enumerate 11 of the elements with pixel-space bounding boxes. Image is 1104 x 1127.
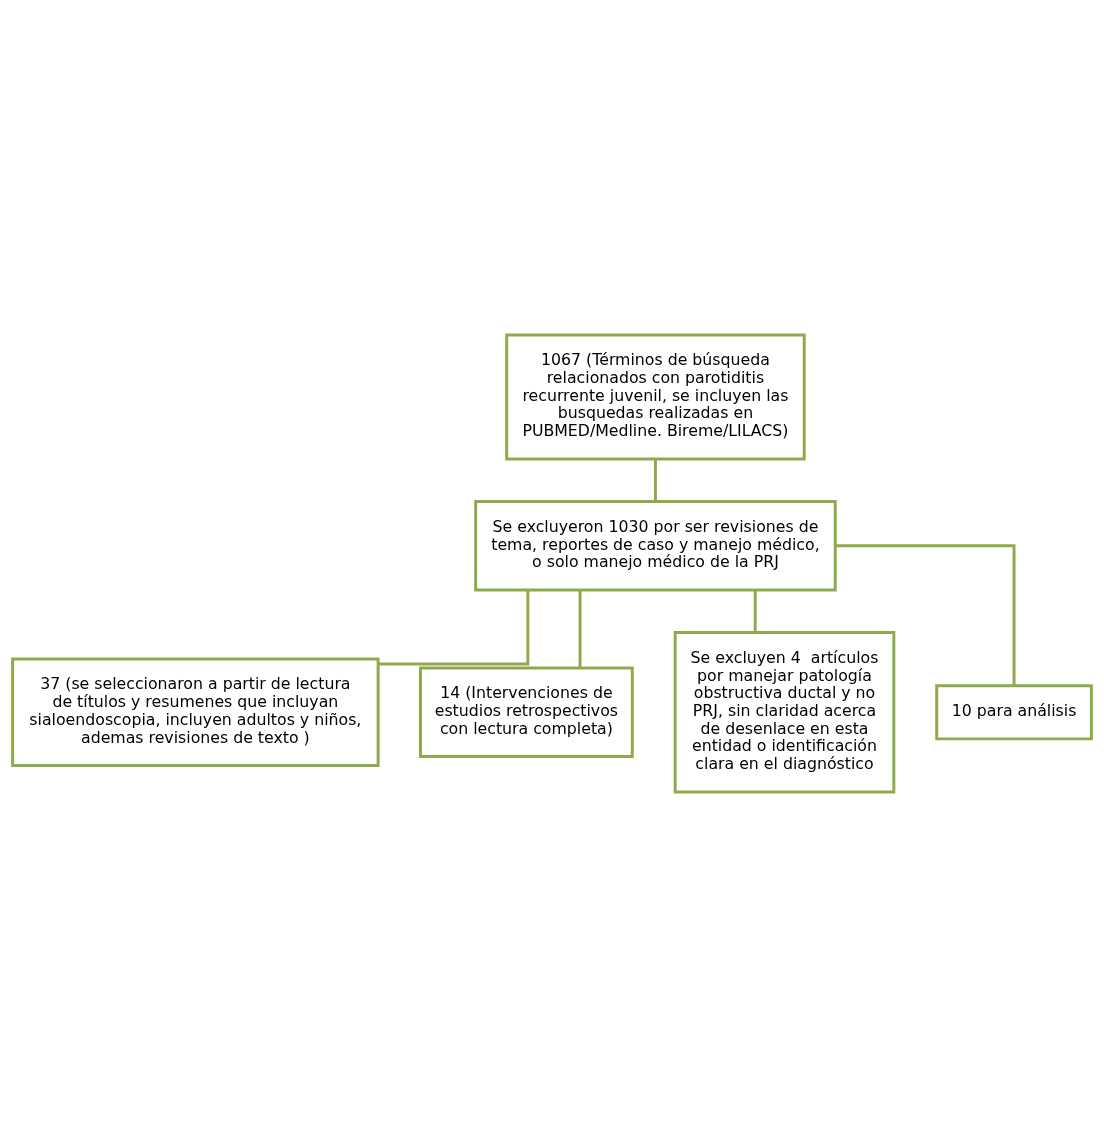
connector — [835, 544, 1016, 686]
connector — [378, 590, 530, 666]
connector — [578, 590, 582, 668]
node-box: 37 (se seleccionaron a partir de lectura de títulos y resumenes que incluyan sialoendoscopia, incluyen adultos y niños, ademas revisiones de texto ) — [11, 657, 380, 767]
node-box: 1067 (Términos de búsqueda relacionados con parotiditis recurrente juvenil, se incluyen las busquedas realizadas en PUBMED/Medline. Bireme/LILACS) — [505, 333, 806, 461]
connector — [753, 590, 757, 633]
connector — [653, 459, 657, 502]
node-box: 10 para análisis — [935, 684, 1093, 741]
node-box: Se excluyeron 1030 por ser revisiones de tema, reportes de caso y manejo médico, o solo manejo médico de la PRJ — [474, 499, 837, 592]
node-box: 14 (Intervenciones de estudios retrospectivos con lectura completa) — [419, 666, 634, 759]
node-box: Se excluyen 4 artículos por manejar patología obstructiva ductal y no PRJ, sin claridad acerca de desenlace en esta entidad o identificación clara en el diagnóstico — [673, 631, 896, 794]
